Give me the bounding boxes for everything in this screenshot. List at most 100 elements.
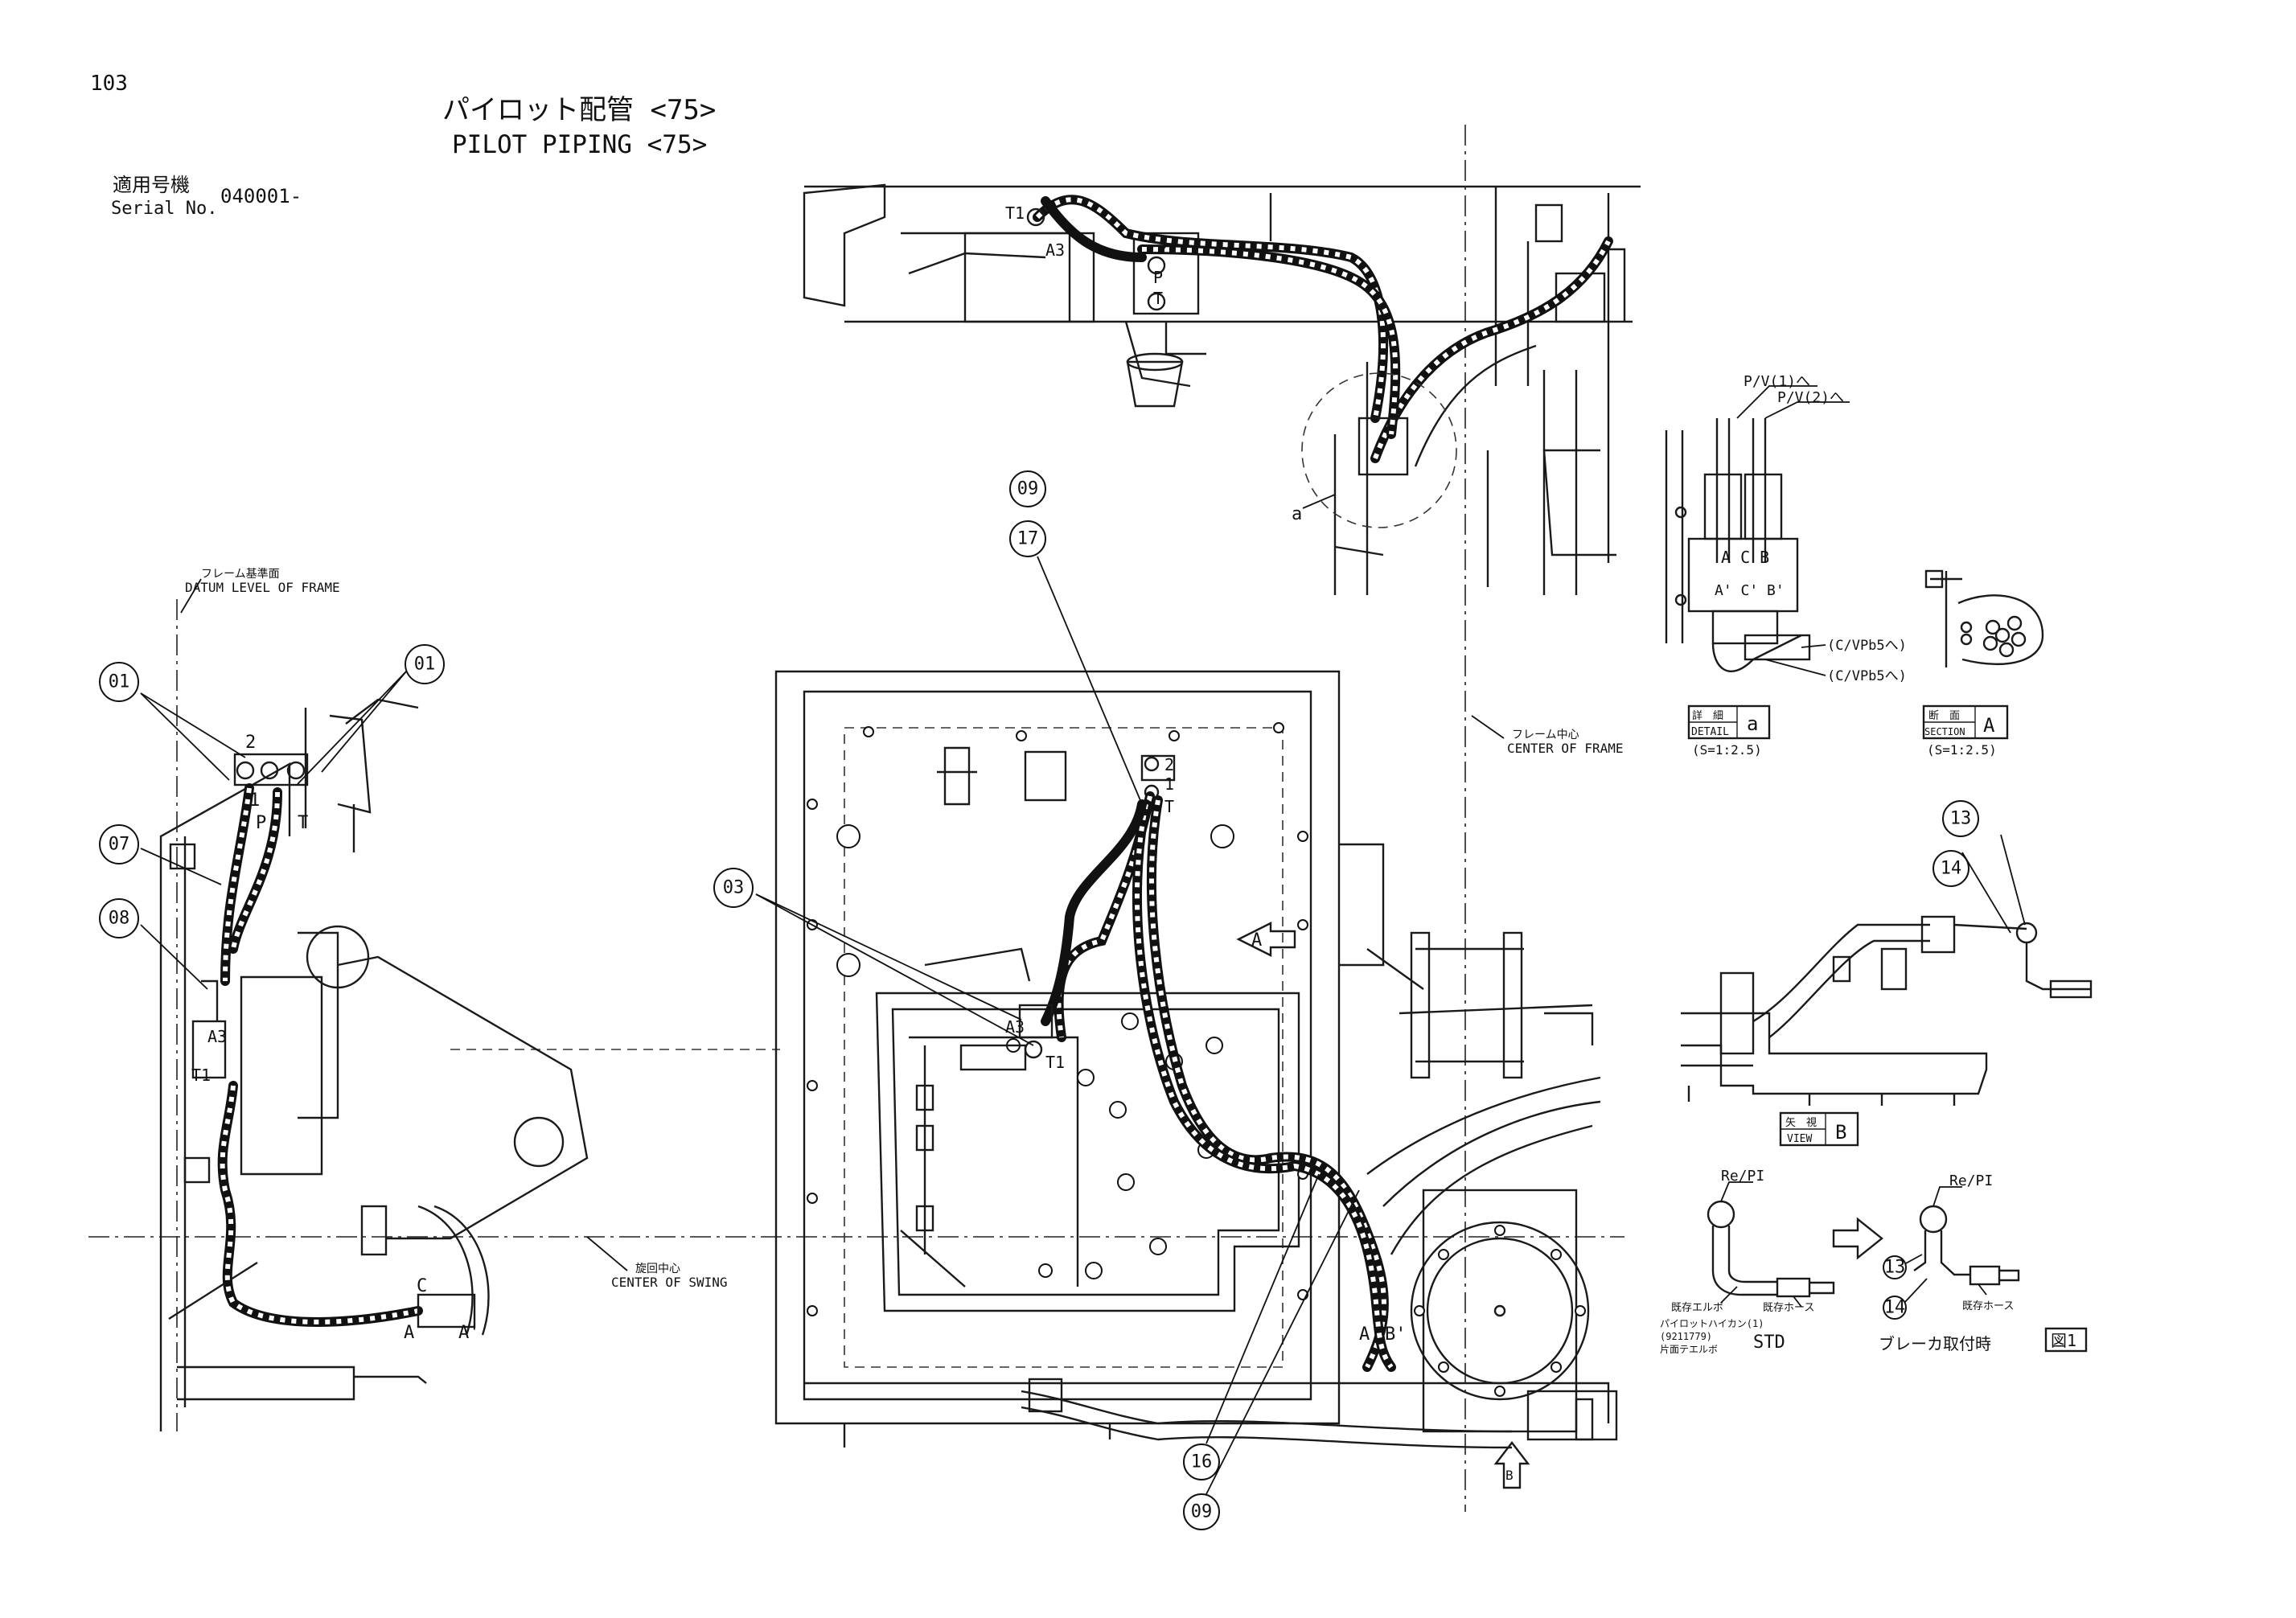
std-plug-1: パイロットハイカン(1): [1660, 1318, 1764, 1329]
section-a-drawing: [1924, 569, 2044, 667]
detail-box-ja: 詳 細: [1692, 709, 1723, 722]
port-label-2-plan: 2: [1164, 755, 1174, 774]
center-swing-label-ja: 旋回中心: [635, 1263, 680, 1275]
balloon-09-bottom: 09: [1183, 1493, 1220, 1530]
serial-label-ja: 適用号機: [113, 174, 190, 196]
std-plug-2: (9211779): [1660, 1331, 1712, 1342]
balloon-03: 03: [713, 868, 754, 908]
view-box-letter: B: [1835, 1121, 1846, 1144]
svg-text:01: 01: [414, 655, 436, 675]
balloon-17: 17: [1009, 520, 1046, 557]
serial-value: 040001-: [220, 185, 302, 207]
balloon-07: 07: [99, 824, 139, 864]
balloon-14-breaker: 14: [1883, 1296, 1907, 1320]
center-swing-label-en: CENTER OF SWING: [611, 1275, 728, 1290]
port-label-a3-top: A3: [1045, 240, 1065, 260]
breaker-caption: ブレーカ取付時: [1879, 1334, 1991, 1353]
port-label-a-plan: A: [1359, 1324, 1370, 1345]
svg-text:13: 13: [1950, 809, 1972, 829]
view-box-ja: 矢 視: [1785, 1117, 1817, 1129]
view-box: [1779, 1111, 1859, 1147]
left-side-view: [159, 698, 589, 1431]
balloon-01-left: 01: [99, 662, 139, 702]
balloon-16: 16: [1183, 1443, 1220, 1480]
balloon-09-top: 09: [1009, 470, 1046, 507]
balloon-08: 08: [99, 898, 139, 938]
view-arrow-b: [1493, 1441, 1530, 1489]
balloon-13-breaker: 13: [1883, 1255, 1907, 1279]
port-label-t: T: [298, 813, 308, 833]
detail-ports-prime: A' C' B': [1715, 582, 1785, 599]
title-ja: パイロット配管 <75>: [442, 94, 716, 126]
port-label-a3-left: A3: [207, 1027, 227, 1046]
section-box-ja: 断 面: [1928, 710, 1960, 722]
section-box: [1922, 704, 2009, 740]
figure-label: 図1: [2051, 1331, 2076, 1350]
detail-box: [1687, 704, 1771, 740]
port-label-1-plan: 1: [1164, 774, 1174, 794]
detail-scale: (S=1:2.5): [1692, 742, 1762, 758]
detail-pv1: P/V(1)へ: [1744, 373, 1810, 390]
svg-text:14: 14: [1941, 859, 1962, 879]
svg-text:07: 07: [109, 835, 130, 855]
std-elbow: 既存エルボ: [1671, 1302, 1723, 1314]
std-repi: Re/PI: [1721, 1168, 1764, 1185]
section-scale: (S=1:2.5): [1927, 742, 1997, 758]
std-hose: 既存ホース: [1763, 1302, 1814, 1314]
svg-text:14: 14: [1884, 1298, 1906, 1318]
detail-box-en: DETAIL: [1691, 726, 1729, 738]
section-box-en: SECTION: [1924, 726, 1965, 737]
top-view-assembly: [803, 183, 1641, 595]
port-label-t-plan: T: [1164, 797, 1174, 816]
port-label-1: 1: [249, 791, 260, 811]
view-arrow-a: [1236, 922, 1296, 957]
view-arrow-b-label: B: [1505, 1468, 1514, 1483]
view-arrow-a-label: A: [1251, 930, 1262, 951]
page-number: 103: [90, 72, 128, 96]
balloon-14-view-b: 14: [1933, 850, 1969, 887]
figure-box: [2044, 1327, 2088, 1353]
port-label-t1-left: T1: [191, 1066, 211, 1085]
section-box-letter: A: [1983, 714, 1995, 737]
balloon-01-right: 01: [405, 644, 445, 684]
view-box-en: VIEW: [1787, 1133, 1812, 1145]
detail-cvp-2: (C/VPb5へ): [1827, 668, 1907, 684]
detail-a-drawing: [1665, 385, 1850, 676]
detail-box-letter: a: [1747, 712, 1758, 735]
port-label-c-left: C: [417, 1276, 427, 1296]
plan-view-frame: [774, 670, 1618, 1449]
detail-cvp-1: (C/VPb5へ): [1827, 638, 1907, 654]
svg-text:09: 09: [1017, 479, 1039, 499]
port-label-t1-top: T1: [1005, 203, 1025, 223]
view-b-drawing: [1681, 834, 2093, 1106]
breaker-repi: Re/PI: [1949, 1172, 1993, 1189]
port-label-2: 2: [245, 733, 256, 753]
center-frame-label-en: CENTER OF FRAME: [1507, 741, 1624, 756]
datum-label-en: DATUM LEVEL OF FRAME: [185, 580, 340, 595]
detail-a-marker: a: [1292, 504, 1302, 524]
svg-text:17: 17: [1017, 529, 1039, 549]
datum-label-ja: フレーム基準面: [201, 567, 280, 581]
serial-label-en: Serial No.: [111, 199, 217, 219]
svg-text:09: 09: [1191, 1502, 1213, 1522]
std-fitting-drawing: [1707, 1181, 1835, 1308]
port-label-a3-plan: A3: [1005, 1017, 1025, 1037]
detail-ports: A C B: [1721, 548, 1769, 567]
port-label-a-prime-left: A': [458, 1323, 480, 1343]
svg-text:03: 03: [723, 878, 745, 898]
center-frame-label-ja: フレーム中心: [1512, 729, 1579, 741]
svg-text:08: 08: [109, 909, 130, 929]
svg-text:01: 01: [109, 672, 130, 692]
port-label-t1-plan: T1: [1045, 1053, 1065, 1072]
balloon-13-view-b: 13: [1942, 800, 1979, 837]
port-label-2-top: 2: [1158, 239, 1168, 258]
port-label-b-prime-plan: B': [1385, 1324, 1407, 1345]
breaker-hose: 既存ホース: [1962, 1300, 2014, 1312]
port-label-a-left: A: [404, 1323, 414, 1343]
conversion-arrow: [1832, 1217, 1883, 1260]
port-label-p: P: [256, 813, 266, 833]
port-label-p-top: P: [1153, 268, 1163, 287]
breaker-fitting-drawing: [1904, 1186, 2020, 1304]
title-en: PILOT PIPING <75>: [452, 130, 707, 159]
